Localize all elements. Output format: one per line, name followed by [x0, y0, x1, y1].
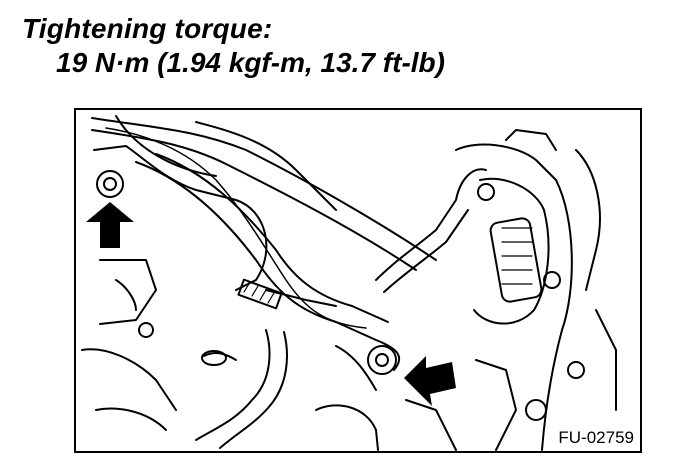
torque-title: Tightening torque: — [22, 13, 273, 44]
torque-spec: 19 N·m (1.94 kgf-m, 13.7 ft-lb) — [56, 47, 445, 78]
arrow-up-icon — [86, 202, 134, 248]
engine-illustration: FU-02759 — [74, 108, 642, 453]
line-drawing — [81, 115, 617, 451]
figure-code: FU-02759 — [556, 428, 636, 448]
arrow-left-icon — [404, 356, 456, 406]
